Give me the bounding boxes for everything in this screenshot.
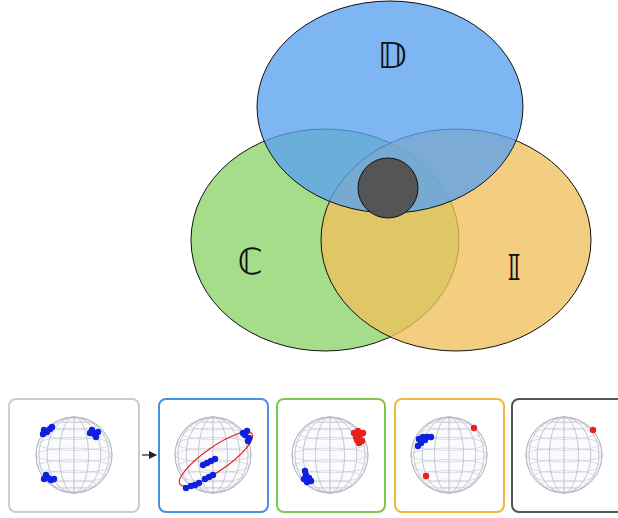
sphere (411, 417, 487, 493)
set-label: 𝔻 (377, 36, 406, 76)
flow-arrow (142, 454, 156, 455)
sphere (292, 417, 368, 493)
panel-frame (159, 399, 268, 512)
set-label: 𝕀 (507, 248, 521, 288)
panel-frame (277, 399, 385, 512)
sphere (36, 417, 112, 493)
sphere (173, 417, 259, 494)
set-label: ℂ (237, 242, 262, 282)
sphere-group (36, 417, 602, 494)
panel-frame (395, 399, 504, 512)
ellipse-shape (256, 0, 524, 214)
set-ellipse: 𝔻 (256, 0, 524, 214)
ellipse-outline (257, 1, 523, 213)
sphere (526, 417, 602, 493)
panel-frame (9, 399, 139, 512)
panel-frame (512, 399, 618, 512)
